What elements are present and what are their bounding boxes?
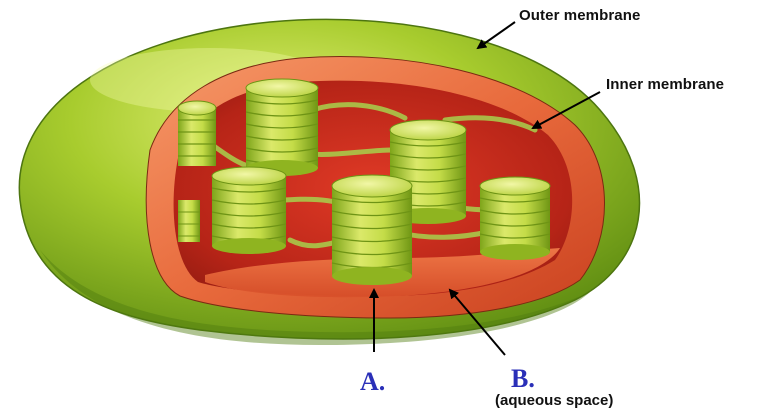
outer-membrane-label: Outer membrane [519,7,640,24]
granum-stack-far-right [480,177,550,260]
granum-stack-edge [178,200,200,242]
aqueous-space-label: (aqueous space) [495,392,613,409]
granum-stack-top [246,79,318,176]
label-a: A. [360,367,385,397]
granum-stack-front [332,175,412,285]
outer-membrane-arrow [478,22,515,48]
granum-stack-back-left [178,101,216,166]
label-b: B. [511,364,535,394]
granum-stack-left [212,167,286,254]
inner-membrane-label: Inner membrane [606,76,724,93]
